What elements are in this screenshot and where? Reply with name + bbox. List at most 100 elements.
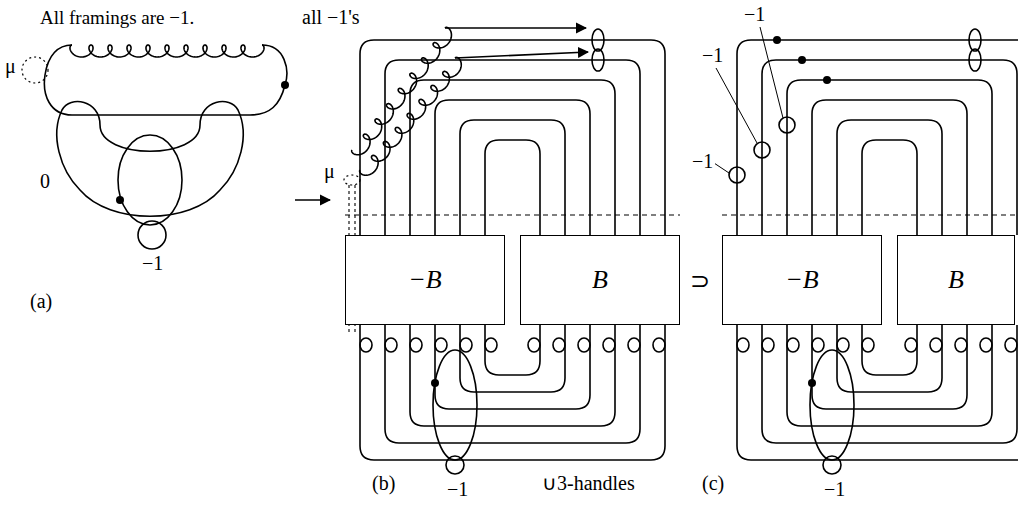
- hook-clasp: [410, 338, 422, 352]
- hook-clasp: [360, 338, 372, 352]
- dot: [823, 76, 831, 84]
- dot: [431, 379, 439, 387]
- framing-label: 0: [38, 170, 52, 192]
- hook-clasp: [460, 338, 472, 352]
- dot: [773, 36, 781, 44]
- top-strand: [812, 100, 967, 235]
- minus-one-circle: [779, 117, 795, 133]
- hook-clasp: [603, 338, 615, 352]
- meridian-label: μ: [322, 160, 337, 182]
- box-label: B: [592, 265, 608, 295]
- hook-clasp: [980, 338, 992, 352]
- panel-label: (c): [700, 472, 726, 494]
- hook-clasp: [553, 338, 565, 352]
- leader-line: [716, 68, 757, 143]
- top-strand: [862, 140, 917, 235]
- twist-curls: [360, 57, 462, 175]
- hook-clasp: [762, 338, 774, 352]
- tangle-box: −B: [722, 235, 882, 325]
- hidden-strand: [722, 214, 1018, 215]
- hook-clasp: [528, 338, 540, 352]
- zero-framed-knot: [57, 102, 243, 217]
- top-strand: [485, 140, 540, 235]
- hook-clasp: [578, 338, 590, 352]
- minus-one-circle: [138, 221, 166, 249]
- hook-clasp: [955, 338, 967, 352]
- inclusion-symbol: ⊃: [688, 268, 712, 294]
- hook-clasp: [862, 338, 874, 352]
- bottom-strand: [762, 325, 1017, 443]
- bottom-strand: [435, 325, 590, 409]
- dot: [808, 379, 816, 387]
- dot: [798, 56, 806, 64]
- clasp-circle: [592, 29, 604, 51]
- framing-label: −1: [822, 478, 847, 500]
- hook-clasp: [628, 338, 640, 352]
- panel-label: (a): [28, 290, 54, 312]
- top-strand: [837, 120, 942, 235]
- framing-label: −1: [700, 44, 725, 66]
- framing-label: −1: [445, 478, 470, 500]
- hook-clasp: [1005, 338, 1017, 352]
- dot: [281, 81, 289, 89]
- leader-line: [760, 27, 783, 118]
- hook-clasp: [930, 338, 942, 352]
- minus-one-circle: [754, 142, 770, 158]
- bottom-strand: [410, 325, 615, 426]
- hook-clasp: [485, 338, 497, 352]
- hook-clasp: [385, 338, 397, 352]
- twist-arrow: [445, 27, 586, 29]
- minus-one-circle: [446, 456, 464, 474]
- bottom-strand: [862, 325, 917, 375]
- dotted-circle: [433, 350, 477, 460]
- top-strand: [435, 100, 590, 235]
- minus-one-circle: [729, 167, 745, 183]
- twist-curls: [70, 45, 264, 57]
- framing-label: −1: [690, 150, 715, 172]
- clasp-circle: [592, 49, 604, 71]
- hook-clasp: [905, 338, 917, 352]
- bottom-strand: [360, 325, 665, 460]
- framing-label: −1: [140, 252, 165, 274]
- top-strand: [410, 80, 615, 235]
- bottom-strand: [812, 325, 967, 409]
- top-strand: [737, 40, 1018, 235]
- attaching-circle: [44, 45, 286, 115]
- tangle-box: −B: [345, 235, 505, 325]
- top-strand: [460, 120, 565, 235]
- meridian-circle: [344, 175, 360, 185]
- bottom-strand: [385, 325, 640, 443]
- box-label: −B: [408, 265, 441, 295]
- hook-clasp: [812, 338, 824, 352]
- box-label: B: [948, 265, 964, 295]
- note-text: All framings are −1.: [38, 8, 196, 29]
- hook-clasp: [837, 338, 849, 352]
- bottom-strand: [787, 325, 992, 426]
- clasp-circle: [969, 29, 981, 51]
- box-label: −B: [785, 265, 818, 295]
- panel-label: (b): [370, 472, 397, 494]
- top-strand: [762, 60, 1017, 235]
- strands: [22, 27, 1018, 474]
- meridian-circle: [22, 57, 48, 83]
- leader-line: [714, 163, 729, 173]
- hook-clasp: [653, 338, 665, 352]
- hook-clasp: [737, 338, 749, 352]
- top-strand: [360, 40, 665, 235]
- note-text: ∪3-handles: [540, 472, 637, 494]
- top-strand: [385, 60, 640, 235]
- hook-clasp: [787, 338, 799, 352]
- hidden-strand: [345, 214, 680, 215]
- dot: [116, 196, 124, 204]
- twist-arrow: [455, 52, 588, 58]
- minus-one-circle: [823, 456, 841, 474]
- note-text: all −1's: [300, 6, 362, 28]
- dotted-circle: [810, 350, 854, 460]
- dotted-circle: [118, 135, 182, 225]
- step-arrow: [295, 199, 330, 201]
- framing-label: −1: [742, 3, 767, 25]
- tangle-box: B: [520, 235, 680, 325]
- hook-clasp: [435, 338, 447, 352]
